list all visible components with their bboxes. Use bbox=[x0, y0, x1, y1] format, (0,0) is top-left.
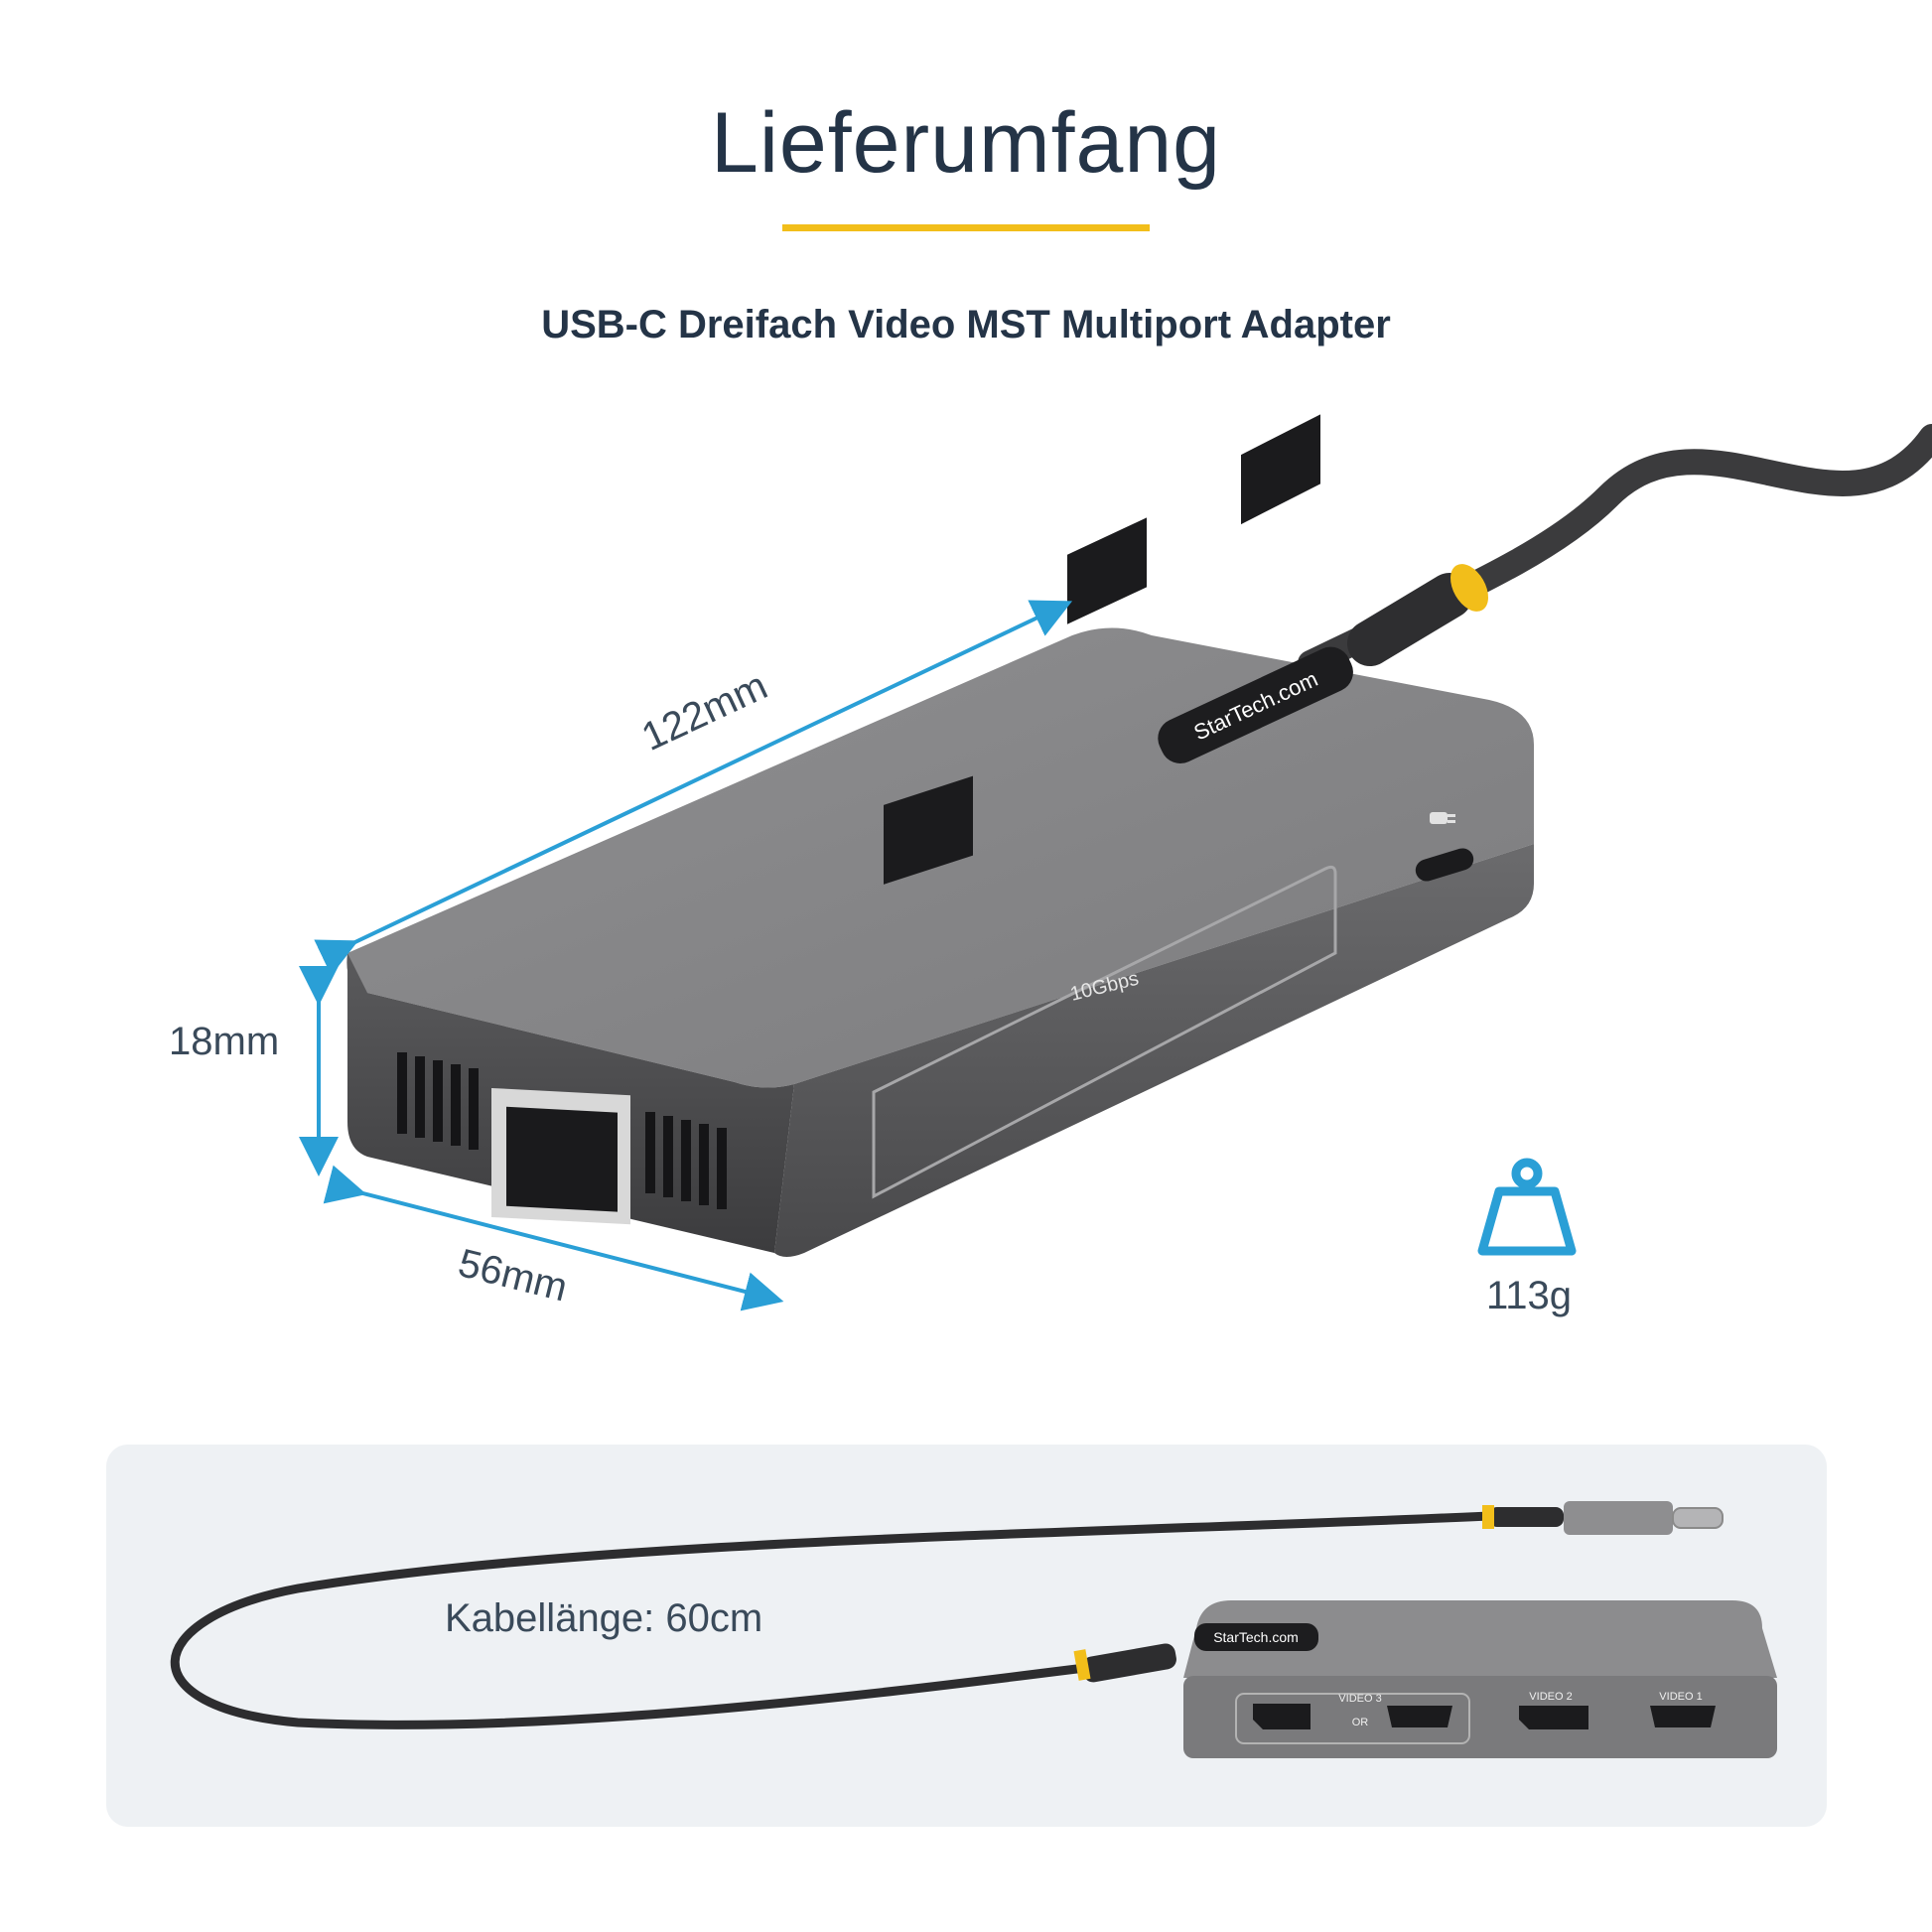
usb-c-pd-port bbox=[1415, 848, 1474, 882]
small-brand-badge: StarTech.com bbox=[1194, 1623, 1318, 1651]
usb-a-port-3 bbox=[1241, 414, 1320, 525]
video1-label: VIDEO 1 bbox=[1659, 1691, 1702, 1703]
cable-loop bbox=[170, 1511, 1494, 1729]
cable-yellow-ring bbox=[1450, 564, 1488, 612]
displayport-port-2 bbox=[1519, 1706, 1588, 1729]
weight-icon bbox=[1477, 1158, 1577, 1256]
small-device-front bbox=[1183, 1676, 1777, 1758]
video2-label: VIDEO 2 bbox=[1529, 1691, 1572, 1703]
video3-port-group bbox=[1235, 1693, 1470, 1744]
dimension-arrow-length bbox=[314, 600, 1073, 976]
hdmi-port-2 bbox=[1650, 1706, 1716, 1727]
displayport-port-1 bbox=[1253, 1704, 1311, 1729]
page-title: Lieferumfang bbox=[711, 95, 1221, 191]
power-plug-icon bbox=[1430, 812, 1455, 824]
device-side bbox=[774, 844, 1534, 1257]
usb-c-connector bbox=[1564, 1501, 1673, 1535]
usb-a-port-2 bbox=[1067, 517, 1147, 624]
small-brand-text: StarTech.com bbox=[1213, 1629, 1299, 1645]
title-underline bbox=[782, 224, 1150, 231]
video3-label: VIDEO 3 bbox=[1338, 1693, 1381, 1705]
cable-length-label: Kabellänge: 60cm bbox=[445, 1596, 763, 1640]
small-device-top bbox=[1183, 1600, 1777, 1678]
cable-yellow-ring-small bbox=[1482, 1505, 1494, 1529]
dimension-arrow-width bbox=[323, 1165, 784, 1311]
hdmi-port-1 bbox=[1387, 1706, 1452, 1727]
height-label: 18mm bbox=[169, 1020, 280, 1063]
usb-port-group bbox=[872, 865, 1337, 1199]
weight-label: 113g bbox=[1485, 1274, 1572, 1317]
vent-left bbox=[397, 1052, 479, 1150]
or-label: OR bbox=[1352, 1717, 1369, 1728]
product-subtitle: USB-C Dreifach Video MST Multiport Adapt… bbox=[541, 303, 1391, 346]
